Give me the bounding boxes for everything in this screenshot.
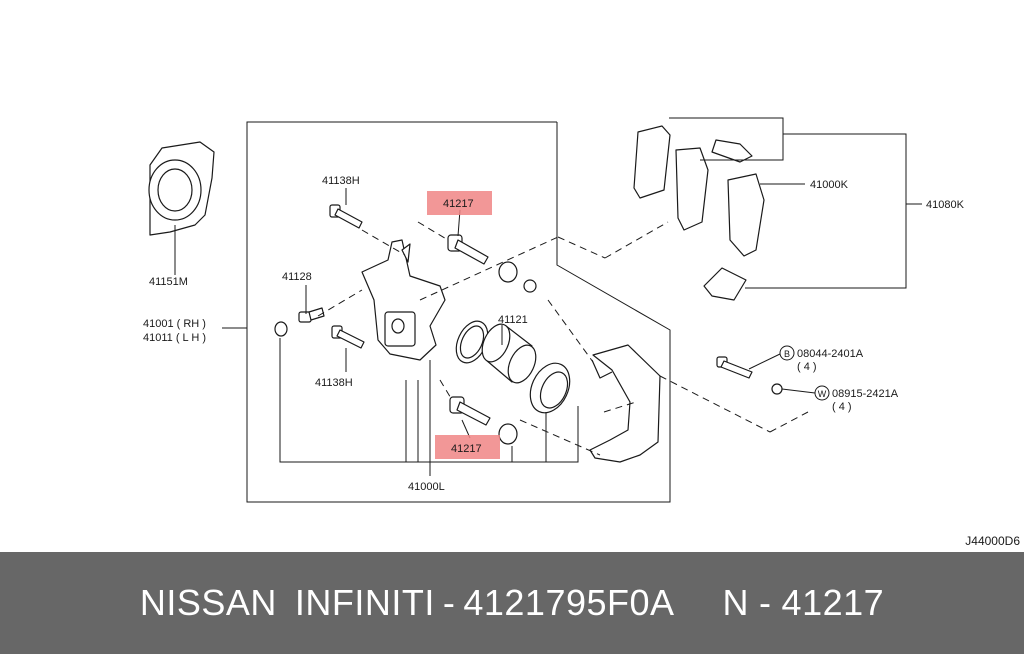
part-number-banner: NISSAN INFINITI - 4121795F0A N - 41217	[0, 552, 1024, 654]
label-41138H-bottom: 41138H	[315, 377, 353, 389]
dust-shield	[148, 141, 215, 275]
reference-code: J44000D6	[965, 534, 1020, 548]
brand-nissan: NISSAN	[139, 582, 277, 623]
pin-boot-top	[498, 261, 537, 293]
caliper-body	[361, 239, 446, 361]
label-41217-bottom: 41217	[451, 443, 482, 455]
parts-diagram: B W 41138H 41217 41128 41001 ( RH ) 4101…	[143, 117, 1020, 548]
marker-w-circle	[814, 385, 830, 401]
label-41121: 41121	[498, 314, 528, 326]
marker-w: W	[818, 389, 827, 399]
label-41217-top: 41217	[443, 198, 474, 210]
caliper-bracket	[589, 344, 661, 463]
bolt-41138H-bottom	[331, 325, 365, 349]
label-41000L: 41000L	[408, 481, 445, 493]
marker-b-circle	[779, 345, 795, 361]
separator: -	[442, 582, 456, 623]
callout-prefix: N	[722, 582, 750, 623]
pad-kit	[633, 125, 765, 301]
piston	[481, 323, 537, 384]
highlight-41217-top	[427, 191, 492, 215]
guide-pin-top	[447, 234, 489, 265]
bracket-bolt	[716, 356, 753, 379]
piston-boot	[529, 362, 571, 414]
label-41011: 41011 ( L H )	[143, 332, 206, 344]
separator-2: -	[759, 582, 772, 623]
label-08044: 08044-2401A	[797, 348, 864, 360]
label-41000K: 41000K	[810, 179, 849, 191]
label-41151M: 41151M	[149, 276, 188, 288]
assembly-lines	[317, 221, 809, 456]
label-08915-qty: ( 4 )	[832, 401, 852, 413]
label-41138H-top: 41138H	[322, 175, 360, 187]
brand-infiniti: INFINITI	[294, 582, 435, 623]
callout-number: 41217	[781, 582, 885, 623]
label-41128: 41128	[282, 271, 312, 283]
guide-pin-bottom	[449, 396, 491, 426]
piston-seal	[455, 320, 489, 364]
washer	[771, 383, 783, 395]
assembly-frame	[246, 121, 671, 503]
label-41080K: 41080K	[926, 199, 965, 211]
marker-b: B	[784, 349, 790, 359]
part-number: 4121795F0A	[463, 582, 675, 623]
label-41001: 41001 ( RH )	[143, 318, 206, 330]
label-08915: 08915-2421A	[832, 388, 899, 400]
bolt-41138H-top	[329, 204, 363, 229]
leader-lines	[222, 117, 922, 476]
pin-boot-bottom	[498, 423, 518, 445]
label-08044-qty: ( 4 )	[797, 361, 817, 373]
bleeder	[274, 307, 325, 337]
highlight-41217-bottom	[435, 435, 500, 459]
